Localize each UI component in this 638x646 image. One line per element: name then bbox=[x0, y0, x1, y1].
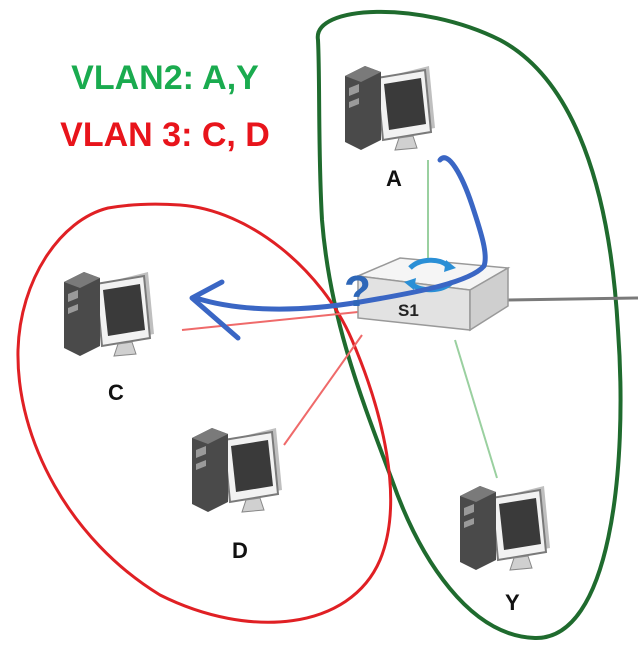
node-label-a: A bbox=[386, 166, 402, 191]
vlan2-ring bbox=[315, 9, 623, 641]
link-c-switch bbox=[181, 311, 359, 331]
vlan3-ring bbox=[16, 202, 393, 624]
arrowhead-icon bbox=[189, 279, 241, 341]
link-switch-uplink bbox=[504, 296, 638, 302]
switch-icon: S1 bbox=[355, 257, 511, 332]
node-label-d: D bbox=[232, 538, 248, 563]
question-mark: ? bbox=[344, 267, 371, 316]
legend-vlan3: VLAN 3: C, D bbox=[60, 116, 270, 154]
link-switch-y bbox=[454, 339, 498, 479]
computer-icon bbox=[344, 65, 436, 151]
traffic-path-arrow bbox=[193, 155, 488, 312]
computer-icon bbox=[459, 485, 551, 571]
legend-vlan2: VLAN2: A,Y bbox=[71, 59, 259, 97]
switch-label: S1 bbox=[398, 301, 419, 320]
node-label-y: Y bbox=[505, 590, 520, 615]
node-label-c: C bbox=[108, 380, 124, 405]
link-d-switch bbox=[283, 334, 363, 446]
computer-icon bbox=[63, 271, 155, 357]
computer-icon bbox=[191, 427, 283, 513]
